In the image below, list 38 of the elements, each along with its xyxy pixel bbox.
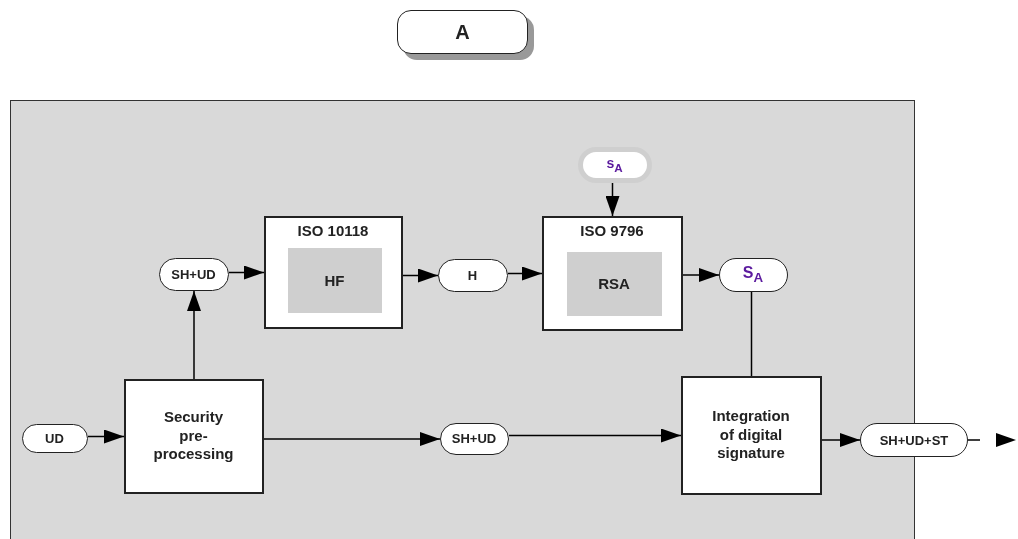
data-pill [158, 257, 229, 291]
node-label: HF [324, 271, 345, 289]
function-box [287, 247, 382, 313]
data-pill [437, 258, 508, 292]
node-label: s$_{A}$ [606, 155, 623, 174]
node-label: UD [45, 430, 64, 446]
node-label: Security pre-processing [152, 407, 235, 465]
input-pill [577, 146, 652, 183]
data-pill [718, 257, 788, 292]
node-label: SH+UD [451, 431, 497, 446]
standard-label: ISO 9796 [580, 221, 644, 239]
node-label: SH+UD [171, 266, 216, 282]
node-label: S$_{A}$ [742, 263, 764, 286]
arrow [967, 433, 1017, 447]
arrow [87, 429, 125, 444]
data-pill [860, 423, 968, 457]
data-pill [21, 423, 88, 453]
process-box [123, 378, 264, 494]
node-label: A [455, 20, 470, 44]
arrow [508, 428, 682, 443]
arrow [402, 268, 439, 283]
node-label: Integration of digital signature [711, 406, 791, 464]
arrow [605, 182, 620, 217]
arrow [682, 268, 720, 282]
arrow [821, 433, 861, 447]
function-box [566, 251, 662, 316]
arrow [187, 290, 201, 380]
standard-box [263, 215, 403, 329]
node-label: H [467, 267, 478, 283]
arrow [228, 265, 265, 280]
standard-box [541, 215, 683, 331]
standard-label: ISO 10118 [297, 221, 369, 239]
node-label: SH+UD+ST [879, 432, 949, 448]
arrow [263, 432, 441, 446]
process-box [680, 375, 822, 495]
data-pill [439, 422, 509, 455]
arrow [507, 266, 543, 281]
node-label: RSA [598, 275, 630, 292]
